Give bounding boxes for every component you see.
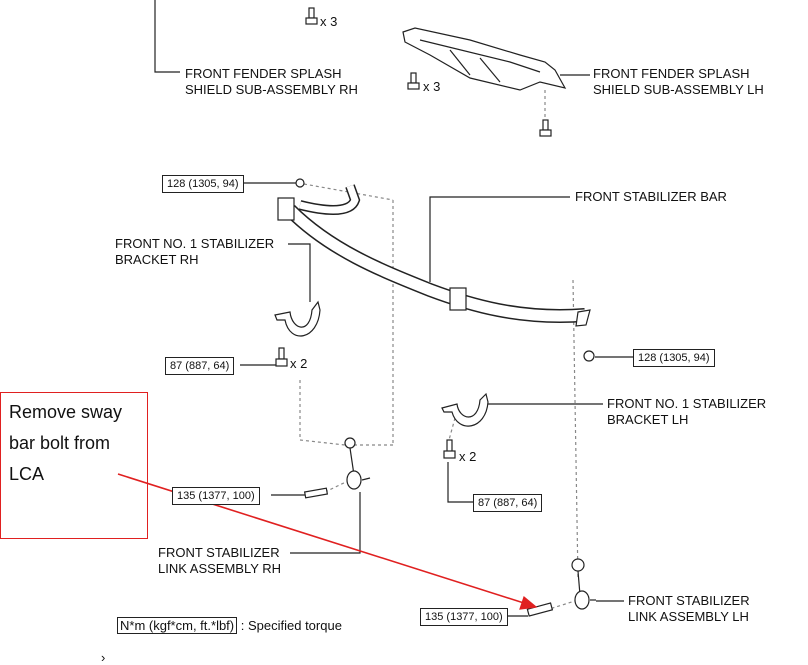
bolt-icon (275, 347, 288, 367)
bolt-icon (443, 439, 456, 459)
nut-icon (583, 350, 595, 362)
torque-link-lh: 135 (1377, 100) (420, 608, 508, 626)
bolt-icon (305, 7, 318, 25)
fender-splash-shield-lh (402, 27, 567, 91)
label-line: LINK ASSEMBLY LH (628, 609, 749, 624)
label-stabilizer-bar: FRONT STABILIZER BAR (575, 189, 727, 204)
bolts (275, 7, 595, 617)
qty-fender-rh: x 3 (320, 14, 338, 29)
bracket-lh (441, 392, 489, 427)
link-bolt-icon (303, 487, 329, 499)
note-line: Remove sway (9, 402, 123, 422)
label-line: LINK ASSEMBLY RH (158, 561, 282, 576)
link-assembly-rh (344, 437, 371, 490)
label-line: FRONT FENDER SPLASH (185, 66, 342, 81)
dashed-guides (299, 90, 579, 613)
torque-legend: N*m (kgf*cm, ft.*lbf) : Specified torque (117, 617, 342, 634)
torque-bar-nut-lh: 128 (1305, 94) (633, 349, 715, 367)
label-line: SHIELD SUB-ASSEMBLY RH (185, 82, 358, 97)
link-bolt-icon (526, 602, 554, 617)
label-line: SHIELD SUB-ASSEMBLY LH (593, 82, 764, 97)
label-line: FRONT NO. 1 STABILIZER (115, 236, 275, 251)
bolt-icon (539, 119, 552, 137)
torque-bar-nut-rh: 128 (1305, 94) (162, 175, 244, 193)
label-fender-lh: FRONT FENDER SPLASH SHIELD SUB-ASSEMBLY … (593, 66, 764, 98)
label-line: FRONT NO. 1 STABILIZER (607, 396, 767, 411)
note-line: LCA (9, 464, 45, 484)
bolt-icon (407, 72, 420, 90)
label-line: BRACKET RH (115, 252, 199, 267)
label-line: FRONT STABILIZER (158, 545, 280, 560)
label-line: FRONT FENDER SPLASH (593, 66, 750, 81)
torque-bracket-rh: 87 (887, 64) (165, 357, 235, 375)
link-assembly-lh (571, 558, 596, 610)
qty-bracket-lh: x 2 (459, 449, 477, 464)
legend-unit-box: N*m (kgf*cm, ft.*lbf) (117, 617, 238, 634)
note-line: bar bolt from (9, 433, 111, 453)
label-line: BRACKET LH (607, 412, 689, 427)
legend-text: : Specified torque (240, 618, 342, 633)
label-link-lh: FRONT STABILIZER LINK ASSEMBLY LH (628, 593, 750, 625)
label-fender-rh: FRONT FENDER SPLASH SHIELD SUB-ASSEMBLY … (185, 66, 358, 98)
qty-fender-lh: x 3 (423, 79, 441, 94)
torque-link-rh: 135 (1377, 100) (172, 487, 260, 505)
bracket-rh (274, 300, 321, 337)
label-bracket-lh: FRONT NO. 1 STABILIZER BRACKET LH (607, 396, 766, 428)
footer-mark: › (101, 650, 106, 665)
torque-bracket-lh: 87 (887, 64) (473, 494, 543, 512)
label-link-rh: FRONT STABILIZER LINK ASSEMBLY RH (158, 545, 281, 577)
stabilizer-bar (277, 184, 591, 327)
nut-icon (295, 178, 305, 188)
annotation-note: Remove sway bar bolt from LCA (0, 392, 148, 539)
label-bracket-rh: FRONT NO. 1 STABILIZER BRACKET RH (115, 236, 274, 268)
qty-bracket-rh: x 2 (290, 356, 308, 371)
label-line: FRONT STABILIZER (628, 593, 750, 608)
